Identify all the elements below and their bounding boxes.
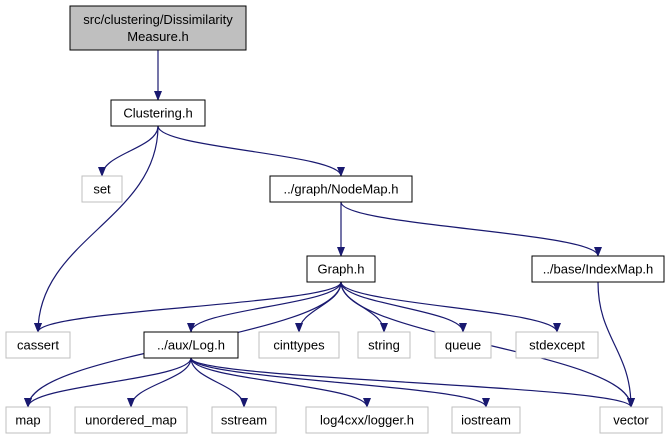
node-label-unordered_map: unordered_map <box>85 413 177 428</box>
edge-nodemap-to-indexmap <box>340 201 602 257</box>
node-label-graph: Graph.h <box>318 262 365 277</box>
node-label-map: map <box>15 413 40 428</box>
edge-graph-to-cassert <box>34 281 342 333</box>
node-box-log <box>143 331 239 359</box>
edge-log-to-iostream <box>190 357 490 408</box>
node-graph[interactable]: Graph.h <box>306 255 376 283</box>
nodes-layer: src/clustering/DissimilarityMeasure.hClu… <box>5 5 665 434</box>
edge-log-to-vector <box>190 357 635 408</box>
node-label-iostream: iostream <box>461 413 511 428</box>
edge-indexmap-to-vector <box>597 281 635 408</box>
node-queue: queue <box>434 331 492 359</box>
edge-log-to-logger <box>190 357 371 408</box>
node-logger: log4cxx/logger.h <box>305 406 429 434</box>
node-label-vector: vector <box>613 413 649 428</box>
node-label-set: set <box>93 182 111 197</box>
node-clustering[interactable]: Clustering.h <box>110 99 206 127</box>
node-label-queue: queue <box>445 338 481 353</box>
node-box-root <box>69 5 247 51</box>
edge-log-to-map <box>24 357 192 408</box>
node-box-iostream <box>451 406 521 434</box>
node-nodemap[interactable]: ../graph/NodeMap.h <box>269 175 413 203</box>
node-box-nodemap <box>269 175 413 203</box>
node-set: set <box>81 175 123 203</box>
node-cassert: cassert <box>5 331 71 359</box>
node-vector: vector <box>599 406 663 434</box>
node-cinttypes: cinttypes <box>258 331 340 359</box>
node-stdexcept: stdexcept <box>515 331 599 359</box>
node-indexmap[interactable]: ../base/IndexMap.h <box>531 255 665 283</box>
node-box-cinttypes <box>258 331 340 359</box>
node-map: map <box>5 406 51 434</box>
edge-clustering-to-cassert <box>34 125 159 333</box>
edge-graph-to-queue <box>340 281 467 333</box>
node-box-string <box>357 331 411 359</box>
node-label-root: src/clustering/Dissimilarity <box>83 12 233 27</box>
node-label-indexmap: ../base/IndexMap.h <box>543 262 654 277</box>
node-label-nodemap: ../graph/NodeMap.h <box>284 182 399 197</box>
node-iostream: iostream <box>451 406 521 434</box>
node-box-set <box>81 175 123 203</box>
edge-clustering-to-set <box>98 125 159 177</box>
node-box-stdexcept <box>515 331 599 359</box>
node-box-sstream <box>211 406 277 434</box>
node-box-graph <box>306 255 376 283</box>
node-label-stdexcept: stdexcept <box>529 338 585 353</box>
edge-log-to-unordered_map <box>127 357 192 408</box>
node-label-root: Measure.h <box>127 29 188 44</box>
node-box-vector <box>599 406 663 434</box>
node-string: string <box>357 331 411 359</box>
node-label-cassert: cassert <box>17 338 59 353</box>
node-sstream: sstream <box>211 406 277 434</box>
node-box-map <box>5 406 51 434</box>
node-label-log: ../aux/Log.h <box>157 338 225 353</box>
edge-graph-to-log <box>187 281 342 333</box>
node-log[interactable]: ../aux/Log.h <box>143 331 239 359</box>
node-box-indexmap <box>531 255 665 283</box>
edge-graph-to-stdexcept <box>340 281 561 333</box>
node-box-logger <box>305 406 429 434</box>
node-box-clustering <box>110 99 206 127</box>
edge-clustering-to-nodemap <box>157 125 345 177</box>
node-unordered_map: unordered_map <box>74 406 188 434</box>
node-box-unordered_map <box>74 406 188 434</box>
node-label-clustering: Clustering.h <box>123 106 192 121</box>
node-label-string: string <box>368 338 400 353</box>
node-box-queue <box>434 331 492 359</box>
node-label-cinttypes: cinttypes <box>273 338 325 353</box>
edge-log-to-sstream <box>190 357 248 408</box>
node-label-sstream: sstream <box>221 413 267 428</box>
node-box-cassert <box>5 331 71 359</box>
node-label-logger: log4cxx/logger.h <box>320 413 414 428</box>
